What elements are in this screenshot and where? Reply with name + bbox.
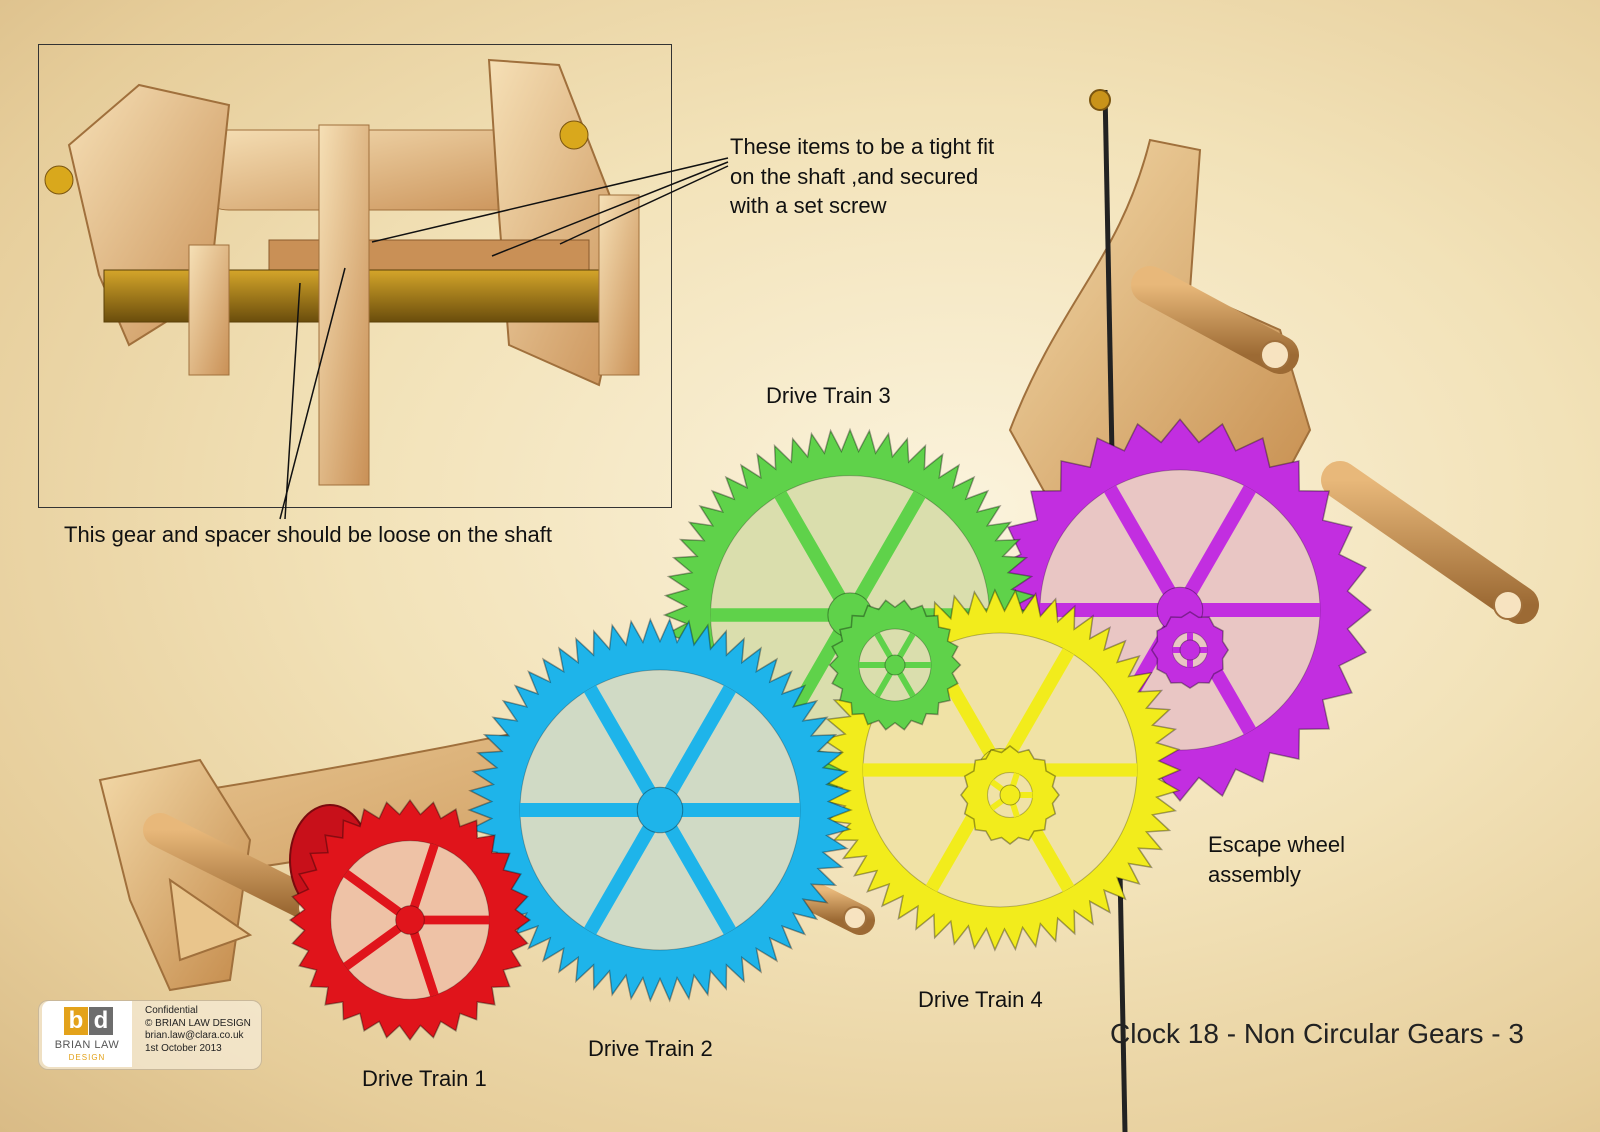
label-escape-wheel: Escape wheel assembly [1208, 832, 1345, 887]
logo-name: BRIAN LAW [54, 1039, 120, 1051]
copyright-info: Confidential © BRIAN LAW DESIGN brian.la… [145, 1005, 251, 1054]
tight-fit-note: These items to be a tight fit on the sha… [730, 134, 995, 219]
loose-fit-note: This gear and spacer should be loose on … [64, 522, 552, 547]
logo-letter-b: b [64, 1007, 88, 1035]
label-drive-train-3: Drive Train 3 [766, 383, 891, 408]
logo-letter-d: d [89, 1007, 113, 1035]
drawing-title: Clock 18 - Non Circular Gears - 3 [1110, 1018, 1524, 1049]
detail-inset [38, 44, 672, 508]
escape-pinion [1150, 611, 1230, 689]
logo-mark: b d BRIAN LAW DESIGN [42, 1001, 132, 1067]
drive-train-2-gear [467, 617, 853, 1003]
drive-train-3-pinion [828, 599, 962, 731]
label-drive-train-4: Drive Train 4 [918, 987, 1043, 1012]
logo-subtitle: DESIGN [68, 1053, 106, 1062]
drive-train-1-gear [288, 798, 532, 1042]
label-drive-train-2: Drive Train 2 [588, 1036, 713, 1061]
drive-train-4-pinion [960, 745, 1060, 845]
company-logo: b d BRIAN LAW DESIGN Confidential © BRIA… [38, 1000, 262, 1070]
shaft-detail-drawing [44, 58, 640, 486]
label-drive-train-1: Drive Train 1 [362, 1066, 487, 1091]
